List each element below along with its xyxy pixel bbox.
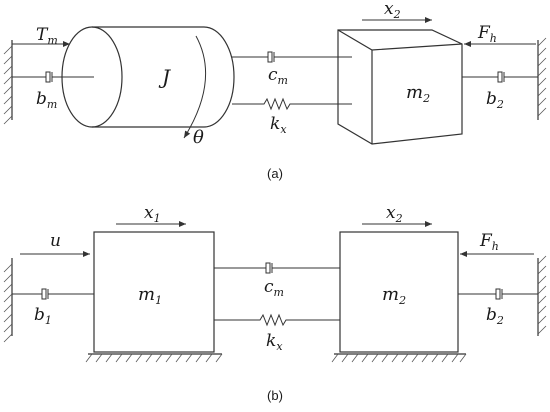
label-coupling-damper-a: cm: [268, 65, 288, 87]
damper-b2-b: [458, 288, 538, 300]
diagram-a: Tm bm J θ cm kx m2 x2 Fh b2 (a): [3, 0, 547, 181]
coupling-spring-a: [232, 97, 352, 111]
damper-b2-a: [462, 71, 538, 83]
coupling-damper-b: [214, 262, 340, 274]
damper-b1: [12, 288, 94, 300]
diagram-b: u x1 b1 m1 cm kx m2 x2 Fh b2 (b): [3, 203, 547, 403]
label-damper-b2-a: b2: [486, 89, 504, 111]
label-coupling-damper-b: cm: [264, 277, 284, 299]
inertia-cylinder: [61, 26, 235, 139]
label-mass-m1: m1: [138, 284, 162, 307]
damper-bm: [12, 71, 94, 83]
label-coupling-spring-a: kx: [270, 114, 287, 136]
label-torque: Tm: [36, 25, 58, 47]
mass-block-m1: [93, 231, 215, 353]
label-mass-a: m2: [406, 82, 430, 105]
label-force-b: Fh: [479, 231, 499, 253]
caption-b: (b): [267, 388, 283, 403]
label-damper-bm: bm: [36, 89, 57, 111]
left-wall-a: [3, 40, 13, 125]
label-displacement-a: x2: [384, 0, 401, 21]
left-wall-b: [3, 258, 13, 343]
caption-a: (a): [267, 166, 283, 181]
coupling-damper-a: [232, 51, 352, 63]
label-displacement-x1: x1: [144, 203, 161, 225]
right-wall-a: [537, 37, 547, 120]
label-damper-b1: b1: [34, 305, 52, 327]
label-input-u: u: [50, 231, 61, 251]
ground-m1: [85, 353, 223, 363]
label-inertia: J: [158, 65, 171, 89]
label-mass-m2-b: m2: [382, 284, 406, 307]
label-displacement-x2-b: x2: [386, 203, 403, 225]
label-angle: θ: [193, 127, 204, 148]
label-damper-b2-b: b2: [486, 305, 504, 327]
label-coupling-spring-b: kx: [266, 331, 283, 353]
coupling-spring-b: [214, 313, 340, 327]
ground-m2: [331, 353, 467, 363]
mass-block-m2-a: [337, 29, 463, 145]
right-wall-b: [537, 255, 547, 336]
mass-block-m2-b: [339, 231, 459, 353]
label-force-a: Fh: [477, 23, 497, 45]
